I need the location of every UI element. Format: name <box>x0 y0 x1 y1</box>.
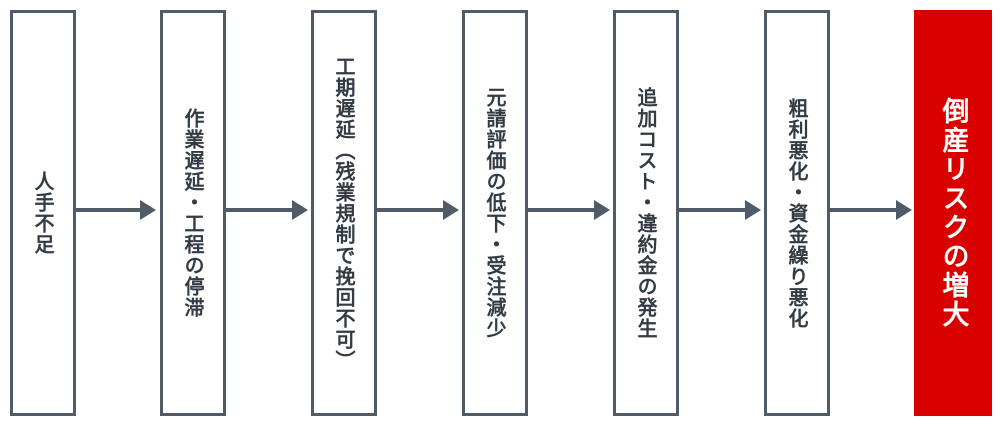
step-box-2: 作業遅延・工程の停滞 <box>160 10 226 416</box>
step-label-final: 倒産リスクの増大 <box>937 97 969 329</box>
step-label-1: 人手不足 <box>31 171 55 255</box>
arrow-right-icon <box>226 200 308 220</box>
step-box-4: 元請評価の低下・受注減少 <box>462 10 528 416</box>
step-box-1: 人手不足 <box>10 10 76 416</box>
arrow-right-icon <box>528 200 610 220</box>
step-label-5: 追加コスト・違約金の発生 <box>634 87 658 339</box>
arrow-right-icon <box>679 200 761 220</box>
step-label-6: 粗利悪化・資金繰り悪化 <box>785 97 809 329</box>
arrow-right-icon <box>377 200 459 220</box>
step-label-4: 元請評価の低下・受注減少 <box>483 87 507 339</box>
step-label-3: 工期遅延（残業規制で挽回不可） <box>332 55 356 371</box>
step-box-6: 粗利悪化・資金繰り悪化 <box>764 10 830 416</box>
step-label-2: 作業遅延・工程の停滞 <box>181 108 205 318</box>
arrow-right-icon <box>830 200 912 220</box>
step-box-final: 倒産リスクの増大 <box>914 10 992 416</box>
step-box-5: 追加コスト・違約金の発生 <box>613 10 679 416</box>
step-box-3: 工期遅延（残業規制で挽回不可） <box>311 10 377 416</box>
arrow-right-icon <box>76 200 156 220</box>
